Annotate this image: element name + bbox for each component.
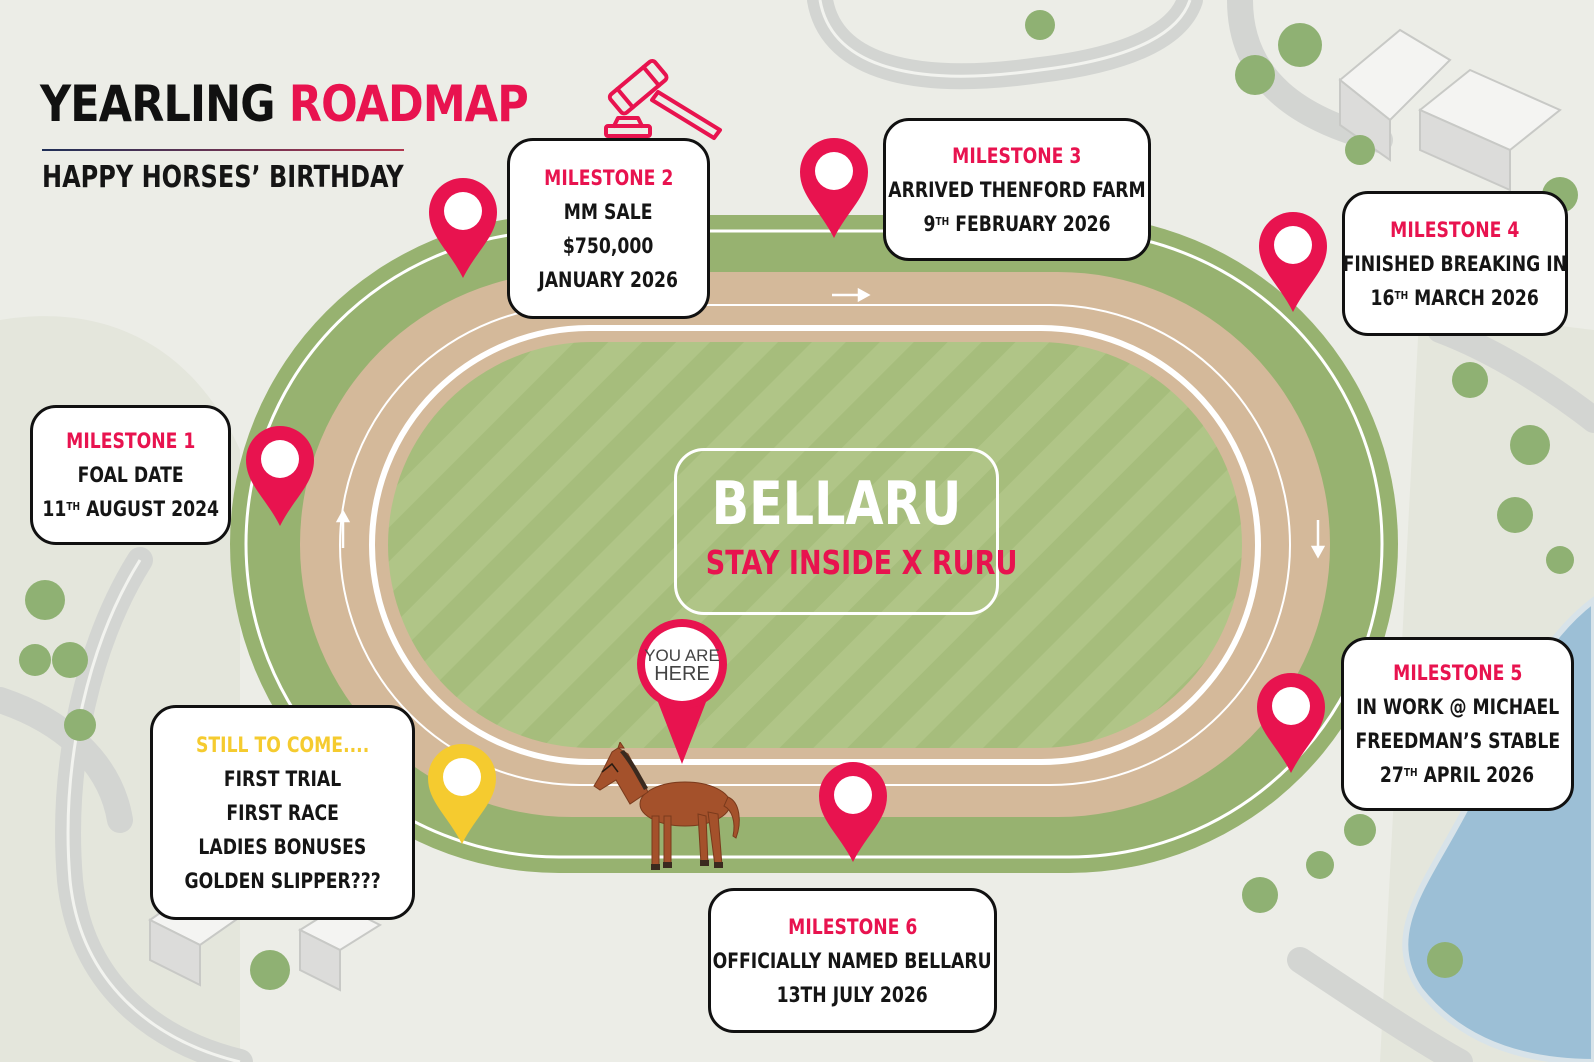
still-to-come-item: FIRST TRIAL — [223, 766, 342, 791]
milestone-5-pin-icon — [1257, 673, 1325, 773]
milestone-5-date-rest: APRIL 2026 — [1424, 763, 1535, 787]
milestone-1-date-suffix: TH — [66, 500, 80, 513]
milestone-1-heading: MILESTONE 1 — [65, 429, 196, 453]
milestone-3-date-suffix: TH — [935, 214, 950, 228]
milestone-4-date-rest: MARCH 2026 — [1414, 285, 1540, 310]
still-to-come-heading: STILL TO COME.... — [195, 732, 370, 757]
still-to-come-pin-icon — [428, 744, 496, 844]
milestone-4-card: MILESTONE 4 FINISHED BREAKING IN 16TH MA… — [1342, 191, 1568, 336]
milestone-6-pin-icon — [819, 762, 887, 862]
milestone-3-date-day: 9 — [923, 211, 936, 236]
milestone-3-date-rest: FEBRUARY 2026 — [955, 211, 1111, 236]
horse-name-box: BELLARU STAY INSIDE X RURU — [674, 448, 1018, 615]
milestone-5-line-1: IN WORK @ MICHAEL — [1356, 695, 1559, 719]
milestone-3-date: 9TH FEBRUARY 2026 — [923, 207, 1110, 241]
milestone-2-heading: MILESTONE 2 — [543, 165, 674, 190]
still-to-come-card: STILL TO COME.... FIRST TRIAL FIRST RACE… — [150, 705, 415, 920]
gavel-icon — [604, 59, 722, 140]
milestone-4-date-day: 16 — [1370, 285, 1395, 310]
title-part-yearling: YEARLING — [40, 75, 276, 133]
horse-breeding: STAY INSIDE X RURU — [705, 543, 1018, 582]
milestone-1-line-1: FOAL DATE — [77, 463, 184, 487]
you-are-here-line-2: HERE — [654, 663, 710, 685]
you-are-here-pin-icon — [637, 619, 727, 764]
title-divider — [42, 149, 404, 151]
milestone-4-heading: MILESTONE 4 — [1390, 217, 1520, 242]
milestone-2-line-2: $750,000 — [563, 233, 654, 258]
milestone-6-line-2: 13TH JULY 2026 — [776, 982, 929, 1007]
milestone-1-pin-icon — [246, 426, 314, 526]
milestone-6-line-1: OFFICIALLY NAMED BELLARU — [712, 948, 993, 973]
page-title: YEARLING ROADMAP — [40, 74, 529, 134]
milestone-3-card: MILESTONE 3 ARRIVED THENFORD FARM 9TH FE… — [883, 118, 1151, 261]
milestone-3-pin-icon — [800, 138, 868, 238]
milestone-5-date: 27TH APRIL 2026 — [1380, 758, 1534, 792]
milestone-2-card: MILESTONE 2 MM SALE $750,000 JANUARY 202… — [507, 138, 710, 319]
milestone-1-date: 11TH AUGUST 2024 — [42, 492, 219, 526]
milestone-4-date: 16TH MARCH 2026 — [1371, 281, 1539, 315]
title-part-roadmap: ROADMAP — [288, 75, 529, 133]
milestone-2-line-1: MM SALE — [564, 199, 653, 224]
milestone-5-card: MILESTONE 5 IN WORK @ MICHAEL FREEDMAN’S… — [1341, 637, 1574, 811]
you-are-here-label: YOU ARE HERE — [631, 646, 733, 684]
milestone-3-heading: MILESTONE 3 — [952, 143, 1082, 168]
horse-icon — [593, 742, 740, 870]
still-to-come-item: GOLDEN SLIPPER??? — [184, 868, 381, 893]
milestone-4-pin-icon — [1259, 212, 1327, 312]
milestone-2-pin-icon — [429, 178, 497, 278]
milestone-5-date-suffix: TH — [1404, 766, 1419, 779]
page-subtitle: HAPPY HORSES’ BIRTHDAY — [42, 160, 404, 195]
horse-name: BELLARU — [711, 469, 962, 539]
milestone-1-card: MILESTONE 1 FOAL DATE 11TH AUGUST 2024 — [30, 405, 231, 545]
milestone-5-line-2: FREEDMAN’S STABLE — [1355, 729, 1560, 753]
milestone-5-date-day: 27 — [1380, 763, 1405, 787]
you-are-here-marker: YOU ARE HERE — [631, 618, 733, 766]
milestone-3-line-1: ARRIVED THENFORD FARM — [888, 177, 1146, 202]
milestone-5-heading: MILESTONE 5 — [1392, 661, 1523, 685]
milestone-4-date-suffix: TH — [1394, 288, 1409, 302]
milestone-6-heading: MILESTONE 6 — [787, 914, 918, 939]
milestone-1-date-day: 11 — [42, 497, 67, 521]
milestone-4-line-1: FINISHED BREAKING IN — [1342, 251, 1568, 276]
milestone-6-card: MILESTONE 6 OFFICIALLY NAMED BELLARU 13T… — [708, 888, 997, 1033]
milestone-1-date-rest: AUGUST 2024 — [85, 497, 219, 521]
still-to-come-item: LADIES BONUSES — [198, 834, 367, 859]
milestone-2-line-3: JANUARY 2026 — [538, 267, 679, 292]
still-to-come-item: FIRST RACE — [226, 800, 339, 825]
you-are-here-line-1: YOU ARE — [644, 646, 720, 665]
